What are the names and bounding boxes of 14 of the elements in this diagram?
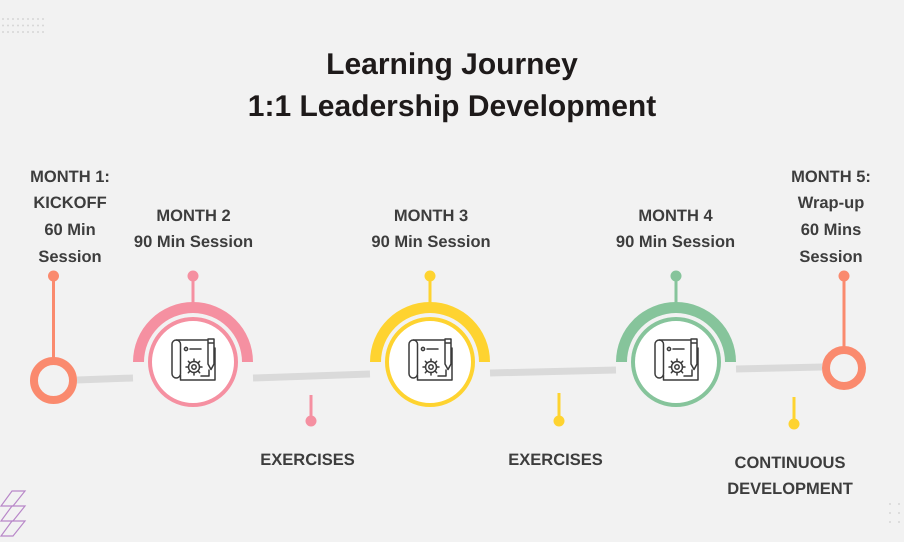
- activity-label: EXERCISES: [508, 450, 603, 471]
- session-length: 60 Mins Session: [798, 220, 864, 268]
- activity-label: CONTINUOUS DEVELOPMENT: [726, 452, 854, 500]
- milestone-heading: MONTH 2: [156, 206, 231, 226]
- activity-label: EXERCISES: [260, 450, 355, 471]
- milestone-heading: MONTH 4: [638, 206, 713, 226]
- session-length: 90 Min Session: [134, 232, 254, 254]
- session-length: 90 Min Session: [616, 232, 736, 254]
- milestone-heading: MONTH 3: [394, 206, 468, 226]
- milestone-heading: MONTH 1: KICKOFF: [29, 166, 111, 214]
- session-length: 90 Min Session: [371, 232, 491, 254]
- title: Learning Journey 1:1 Leadership Development: [248, 47, 656, 125]
- session-length: 60 Min Session: [37, 220, 103, 268]
- milestone-heading: MONTH 5: Wrap-up: [790, 166, 872, 214]
